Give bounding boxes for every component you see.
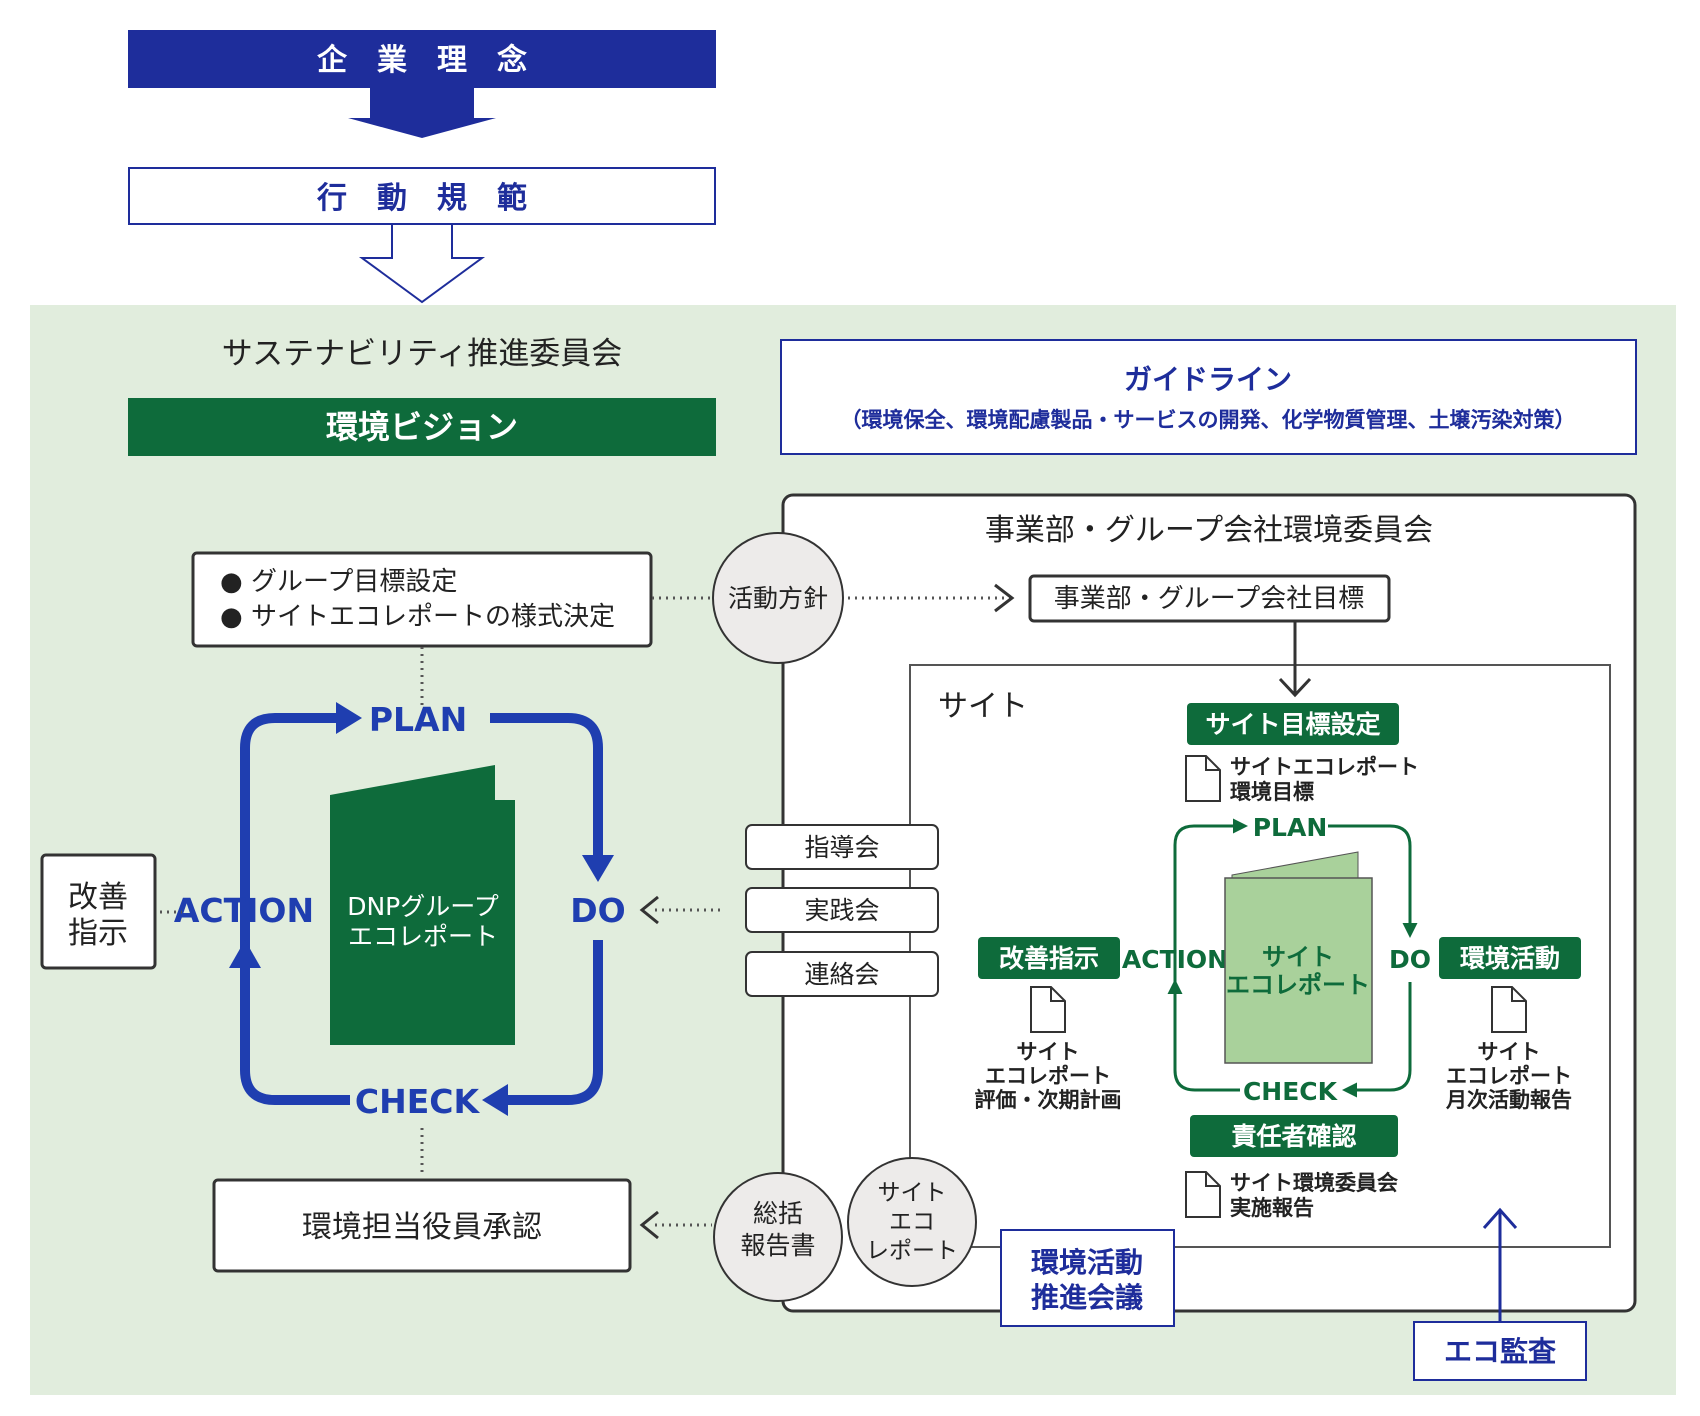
- site-activity-badge: [1439, 937, 1581, 979]
- sustainability-committee: サステナビリティ推進委員会: [222, 336, 623, 372]
- down-arrow-outline: [358, 223, 486, 304]
- left-check-label: CHECK: [355, 1082, 481, 1121]
- site-improvement-doc-1: サイト: [1017, 1040, 1080, 1064]
- site-activity-doc-3: 月次活動報告: [1445, 1088, 1572, 1112]
- cycle-arrow-check: [505, 940, 603, 1105]
- site-eco-report-3: レポート: [866, 1238, 958, 1264]
- environmental-vision-label: 環境ビジョン: [326, 408, 518, 446]
- summary-report-2: 報告書: [740, 1231, 815, 1260]
- policy-circle: [712, 532, 844, 664]
- meeting-guidance: [745, 824, 939, 870]
- site-target-doc-2: 環境目標: [1230, 780, 1314, 804]
- approval-box: [212, 1178, 632, 1273]
- site-report-title-2: エコレポート: [1226, 971, 1370, 999]
- dnp-report-title-1: DNPグループ: [347, 892, 499, 921]
- site-report-title-1: サイト: [1262, 943, 1334, 971]
- code-of-conduct-box: [128, 167, 716, 225]
- eco-audit-label: エコ監査: [1444, 1335, 1556, 1368]
- dnp-report-booklet: [330, 800, 515, 1045]
- left-action-label: ACTION: [174, 891, 314, 930]
- approval-label: 環境担当役員承認: [302, 1210, 542, 1245]
- summary-report-circle: [713, 1172, 843, 1302]
- site-eco-report-1: サイト: [878, 1180, 947, 1206]
- guideline-box: [780, 339, 1637, 455]
- improvement-text-2: 指示: [68, 916, 128, 951]
- cycle-arrow-do: [490, 713, 603, 855]
- meeting-liaison: [745, 951, 939, 997]
- cycle-arrow-plan: [240, 713, 340, 1000]
- target-to-site-arrowhead: [1278, 677, 1312, 698]
- responsible-doc-2: 実施報告: [1230, 1196, 1314, 1220]
- left-do-label: DO: [570, 891, 625, 930]
- site-action-label: ACTION: [1122, 945, 1228, 974]
- improvement-box: [40, 853, 157, 970]
- site-report-booklet: [1224, 877, 1373, 1064]
- dnp-report-booklet-back: [330, 765, 495, 800]
- meeting-guidance-label: 指導会: [804, 833, 879, 862]
- guideline-detail: （環境保全、環境配慮製品・サービスの開発、化学物質管理、土壌汚染対策）: [841, 408, 1576, 432]
- meeting-practice: [745, 887, 939, 933]
- site-improvement-badge: [978, 937, 1120, 979]
- do-arrowhead: [582, 855, 614, 882]
- site-cycle-do: [1328, 824, 1418, 938]
- environmental-vision-box: [128, 398, 716, 456]
- site-check-label: CHECK: [1243, 1077, 1339, 1106]
- responsible-badge: [1190, 1115, 1398, 1157]
- policy-arrowhead: [994, 583, 1015, 613]
- site-activity-doc-2: エコレポート: [1446, 1064, 1572, 1088]
- eco-report-format-item: ● サイトエコレポートの様式決定: [220, 602, 615, 632]
- plan-arrowhead: [336, 702, 362, 734]
- summary-report-1: 総括: [753, 1199, 803, 1228]
- corporate-philosophy-box: [128, 30, 716, 88]
- site-improvement-label: 改善指示: [999, 944, 1099, 973]
- guideline-title: ガイドライン: [1124, 363, 1292, 396]
- group-target-box: [191, 551, 653, 648]
- document-icon: [1185, 1171, 1221, 1218]
- eco-audit-arrowhead: [1482, 1207, 1518, 1229]
- meetings-to-do-arrowhead: [639, 895, 659, 925]
- site-eco-report-circle: [847, 1157, 977, 1287]
- division-committee-title: 事業部・グループ会社環境委員会: [985, 513, 1433, 548]
- eco-audit-box: [1413, 1321, 1587, 1381]
- action-arrowhead: [229, 940, 261, 968]
- site-cycle-check: [1342, 982, 1412, 1098]
- promotion-meeting-2: 推進会議: [1031, 1281, 1143, 1314]
- dnp-report-title-2: エコレポート: [348, 922, 498, 951]
- division-target-label: 事業部・グループ会社目標: [1054, 584, 1364, 614]
- left-plan-label: PLAN: [369, 700, 467, 739]
- promotion-meeting-box: [1000, 1229, 1175, 1327]
- site-do-label: DO: [1389, 945, 1431, 974]
- site-improvement-doc-3: 評価・次期計画: [975, 1088, 1122, 1112]
- check-arrowhead: [482, 1084, 508, 1116]
- code-of-conduct-label: 行 動 規 範: [316, 181, 527, 216]
- responsible-doc-1: サイト環境委員会: [1230, 1171, 1398, 1195]
- promotion-meeting-1: 環境活動: [1031, 1246, 1143, 1279]
- meeting-liaison-label: 連絡会: [804, 960, 879, 989]
- document-icon: [1185, 755, 1221, 802]
- site-plan-label: PLAN: [1253, 813, 1328, 842]
- meeting-practice-label: 実践会: [804, 896, 879, 925]
- site-cycle-action: [1167, 979, 1240, 1092]
- site-cycle-plan: [1173, 818, 1248, 1000]
- site-target-badge: [1187, 703, 1399, 745]
- responsible-label: 責任者確認: [1231, 1122, 1356, 1151]
- summary-to-approval-arrowhead: [639, 1210, 659, 1240]
- site-target-doc-1: サイトエコレポート: [1230, 755, 1419, 779]
- site-eco-report-2: エコ: [889, 1209, 935, 1235]
- site-target-label: サイト目標設定: [1205, 710, 1380, 739]
- division-target-box: [1028, 574, 1391, 623]
- improvement-text-1: 改善: [68, 880, 128, 915]
- site-improvement-doc-2: エコレポート: [985, 1064, 1111, 1088]
- down-arrow-solid: [348, 88, 496, 138]
- site-activity-label: 環境活動: [1460, 944, 1560, 973]
- document-icon: [1030, 986, 1066, 1033]
- policy-label: 活動方針: [728, 584, 828, 613]
- site-title: サイト: [938, 689, 1028, 724]
- site-activity-doc-1: サイト: [1478, 1040, 1541, 1064]
- cycle-arrow-action: [240, 965, 350, 1105]
- corporate-philosophy-label: 企 業 理 念: [317, 43, 527, 78]
- group-target-item: ● グループ目標設定: [220, 567, 457, 597]
- document-icon: [1491, 986, 1527, 1033]
